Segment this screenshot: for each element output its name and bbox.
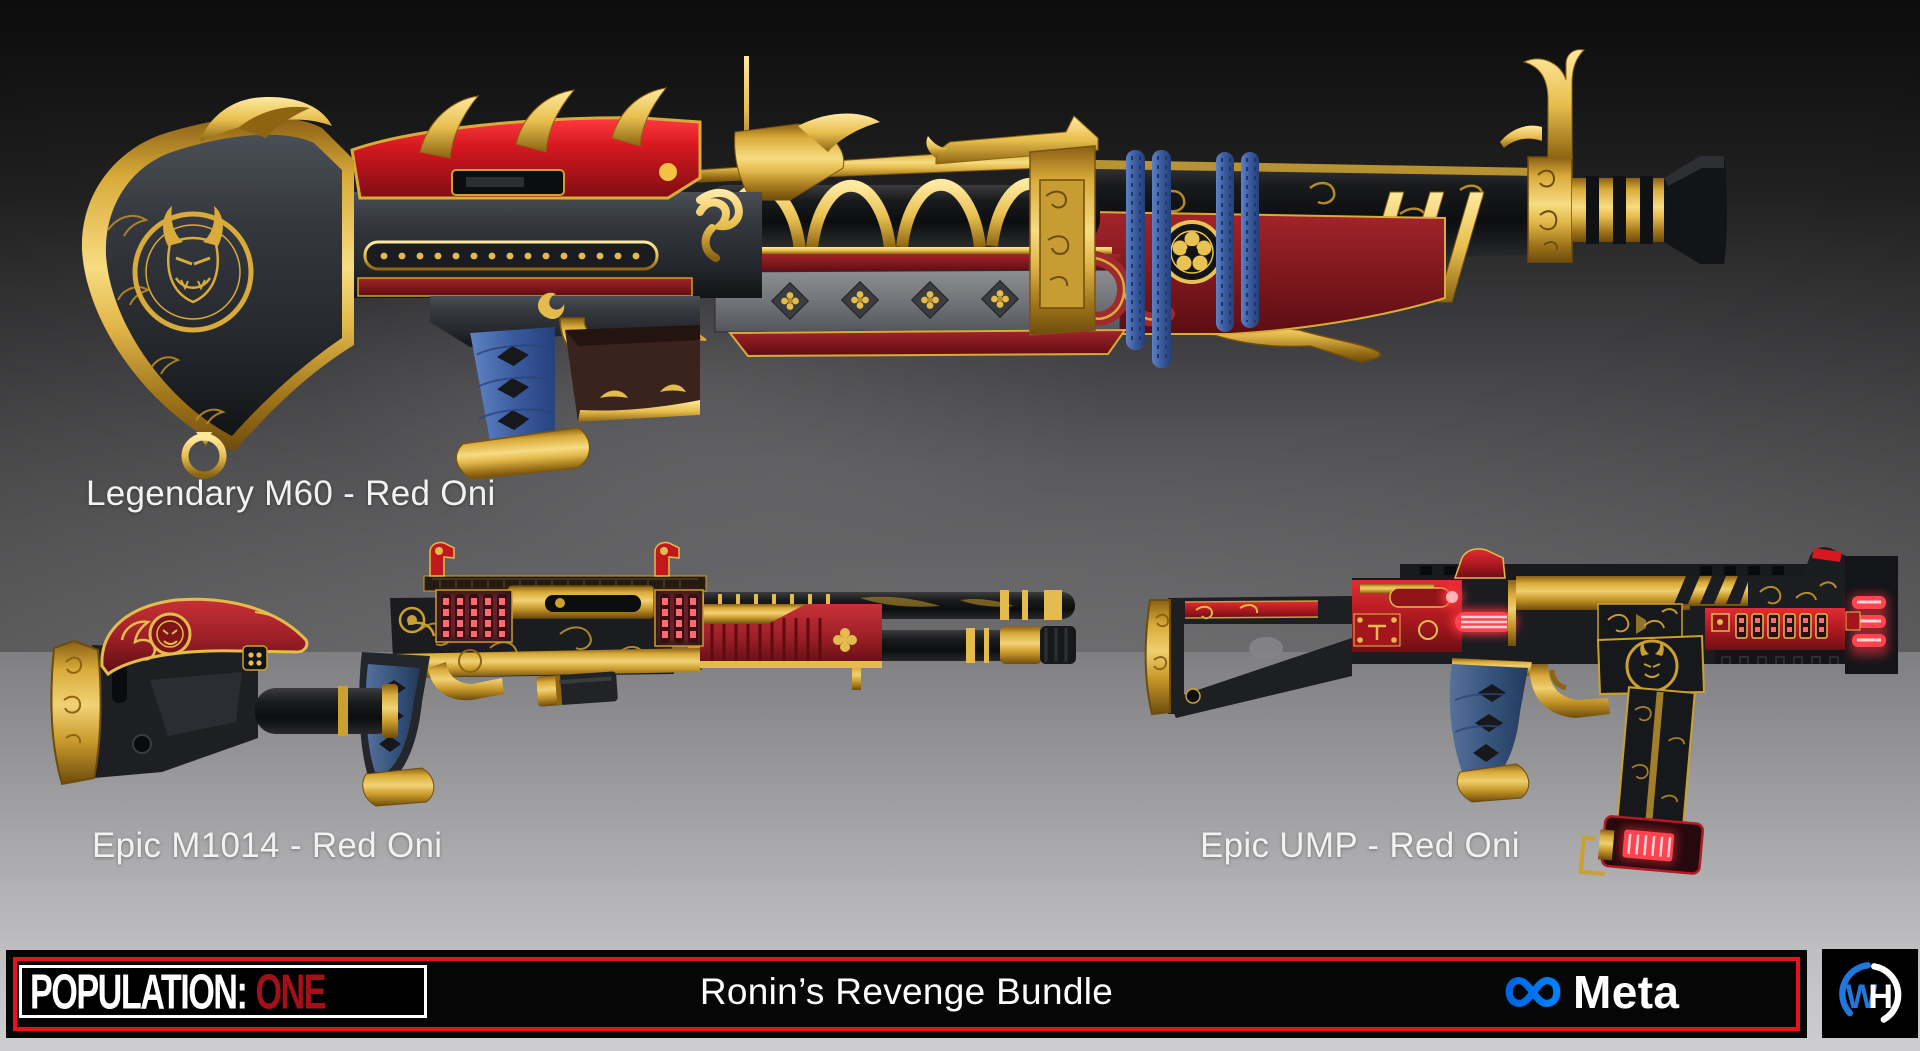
m1014-sights — [429, 541, 680, 577]
wh-letter-h: H — [1868, 977, 1893, 1015]
m60-front-sight — [734, 56, 880, 201]
ump-receiver — [1352, 547, 1898, 674]
m1014-trigger-guard — [428, 662, 504, 701]
footer-bar: POPULATION:ONE Ronin’s Revenge Bundle Me… — [6, 950, 1807, 1038]
m1014-pump-flower — [833, 628, 857, 652]
footer-red-border — [13, 957, 1800, 1031]
m60-grip — [455, 327, 591, 481]
meta-infinity-icon — [1505, 977, 1561, 1007]
ump-front-block — [1845, 556, 1898, 674]
wh-logo-box: W H — [1822, 949, 1918, 1038]
m60-receiver — [338, 87, 762, 298]
m1014-cheek-piece — [100, 597, 309, 677]
ump-grip — [1449, 658, 1610, 803]
bundle-title: Ronin’s Revenge Bundle — [699, 971, 1114, 1012]
ump-magazine — [1578, 634, 1706, 876]
ump-render — [1144, 547, 1898, 876]
ump-rear-sight — [1453, 548, 1506, 579]
m1014-label: Epic M1014 - Red Oni — [92, 826, 443, 865]
m60-sling-ring — [181, 433, 227, 479]
population-text: POPULATION: — [30, 963, 248, 1020]
population-one-wordmark: POPULATION:ONE — [30, 967, 327, 1017]
m60-barrel — [1089, 49, 1727, 363]
one-text: ONE — [255, 963, 326, 1020]
wh-monogram-icon: W H — [1839, 961, 1902, 1023]
m1014-shell-rack — [435, 589, 704, 647]
m60-label: Legendary M60 - Red Oni — [86, 474, 496, 513]
wh-letter-w: W — [1845, 977, 1878, 1015]
m1014-receiver — [390, 541, 707, 701]
m60-render — [81, 49, 1727, 481]
m60-kamon-emblem — [1160, 220, 1224, 284]
population-one-logo: POPULATION:ONE — [19, 965, 428, 1018]
m1014-stock — [50, 597, 398, 786]
ump-label: Epic UMP - Red Oni — [1200, 826, 1520, 865]
m60-ropes — [1126, 150, 1259, 368]
meta-wordmark: Meta — [1573, 966, 1680, 1018]
m60-trigger-group — [430, 292, 700, 481]
ump-stock — [1144, 596, 1352, 718]
m1014-render — [50, 541, 1076, 807]
ump-trigger-guard — [1529, 664, 1610, 718]
meta-logo: Meta — [1502, 969, 1679, 1015]
m60-oni-emblem — [132, 206, 254, 333]
m1014-pump — [688, 600, 882, 670]
m60-crest — [1522, 49, 1586, 159]
m60-stock — [81, 97, 355, 479]
m1014-ejected-shell — [536, 671, 618, 707]
